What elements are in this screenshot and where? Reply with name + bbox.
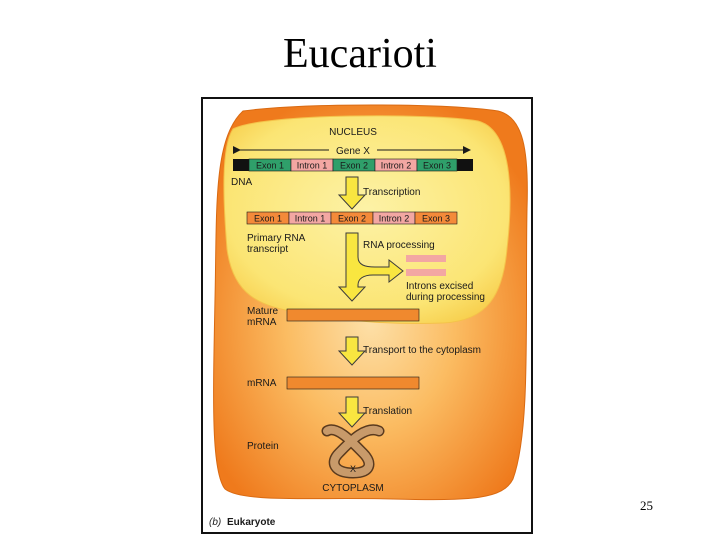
mrna-label: mRNA: [247, 378, 277, 389]
protein-label: Protein: [247, 441, 279, 452]
dna-end-left: [233, 159, 249, 171]
caption-prefix: (b): [209, 517, 221, 528]
dna-end-right: [457, 159, 473, 171]
transcription-label: Transcription: [363, 187, 420, 198]
transport-label: Transport to the cytoplasm: [363, 345, 481, 356]
dna-exon-2-label: Exon 2: [340, 161, 368, 171]
dna-exon-3: [416, 158, 458, 172]
mature-mrna-label-line1: Mature: [247, 306, 279, 317]
excised-intron-1: [406, 255, 446, 262]
protein-name: X: [350, 464, 356, 474]
cytoplasm-label: CYTOPLASM: [322, 483, 384, 494]
rna-processing-arrow: [337, 232, 404, 302]
rna-exon-3: [414, 211, 458, 225]
transport-arrow: [337, 336, 367, 366]
protein-ribbon: [321, 424, 385, 479]
cytoplasm-mrna-strand: [286, 376, 420, 390]
caption: Eukaryote: [227, 517, 276, 528]
nucleus-label: NUCLEUS: [329, 127, 377, 138]
rna-exon-2-label: Exon 2: [338, 214, 366, 224]
introns-excised-label-line1: Introns excised: [406, 281, 473, 292]
dna-exon-3-label: Exon 3: [423, 161, 451, 171]
gene-label: Gene X: [336, 146, 370, 157]
dna-label: DNA: [231, 177, 252, 188]
gene-expression-diagram: NUCLEUS Gene X Exon 1 Intron 1 Exon 2 In…: [201, 97, 533, 534]
excised-intron-2: [406, 269, 446, 276]
rna-exon-1-label: Exon 1: [254, 214, 282, 224]
dna-exon-1-label: Exon 1: [256, 161, 284, 171]
dna-intron-2-label: Intron 2: [381, 161, 412, 171]
primary-rna-label-line1: Primary RNA: [247, 233, 306, 244]
translation-label: Translation: [363, 406, 412, 417]
mature-mrna-label-line2: mRNA: [247, 317, 277, 328]
slide-title: Eucarioti: [283, 31, 437, 77]
translation-arrow: [337, 396, 367, 428]
rna-intron-2-label: Intron 2: [379, 214, 410, 224]
dna-strand: Exon 1 Intron 1 Exon 2 Intron 2 Exon 3: [248, 158, 458, 172]
rna-intron-1-label: Intron 1: [295, 214, 326, 224]
primary-rna-label-line2: transcript: [247, 244, 288, 255]
transcription-arrow: [337, 176, 367, 210]
introns-excised-label-line2: during processing: [406, 292, 485, 303]
rna-processing-label: RNA processing: [363, 240, 435, 251]
rna-exon-3-label: Exon 3: [422, 214, 450, 224]
primary-rna-strand: Exon 1 Intron 1 Exon 2 Intron 2 Exon 3: [246, 211, 458, 225]
mature-mrna-strand: [286, 308, 420, 322]
dna-intron-1-label: Intron 1: [297, 161, 328, 171]
page-number: 25: [640, 498, 653, 513]
